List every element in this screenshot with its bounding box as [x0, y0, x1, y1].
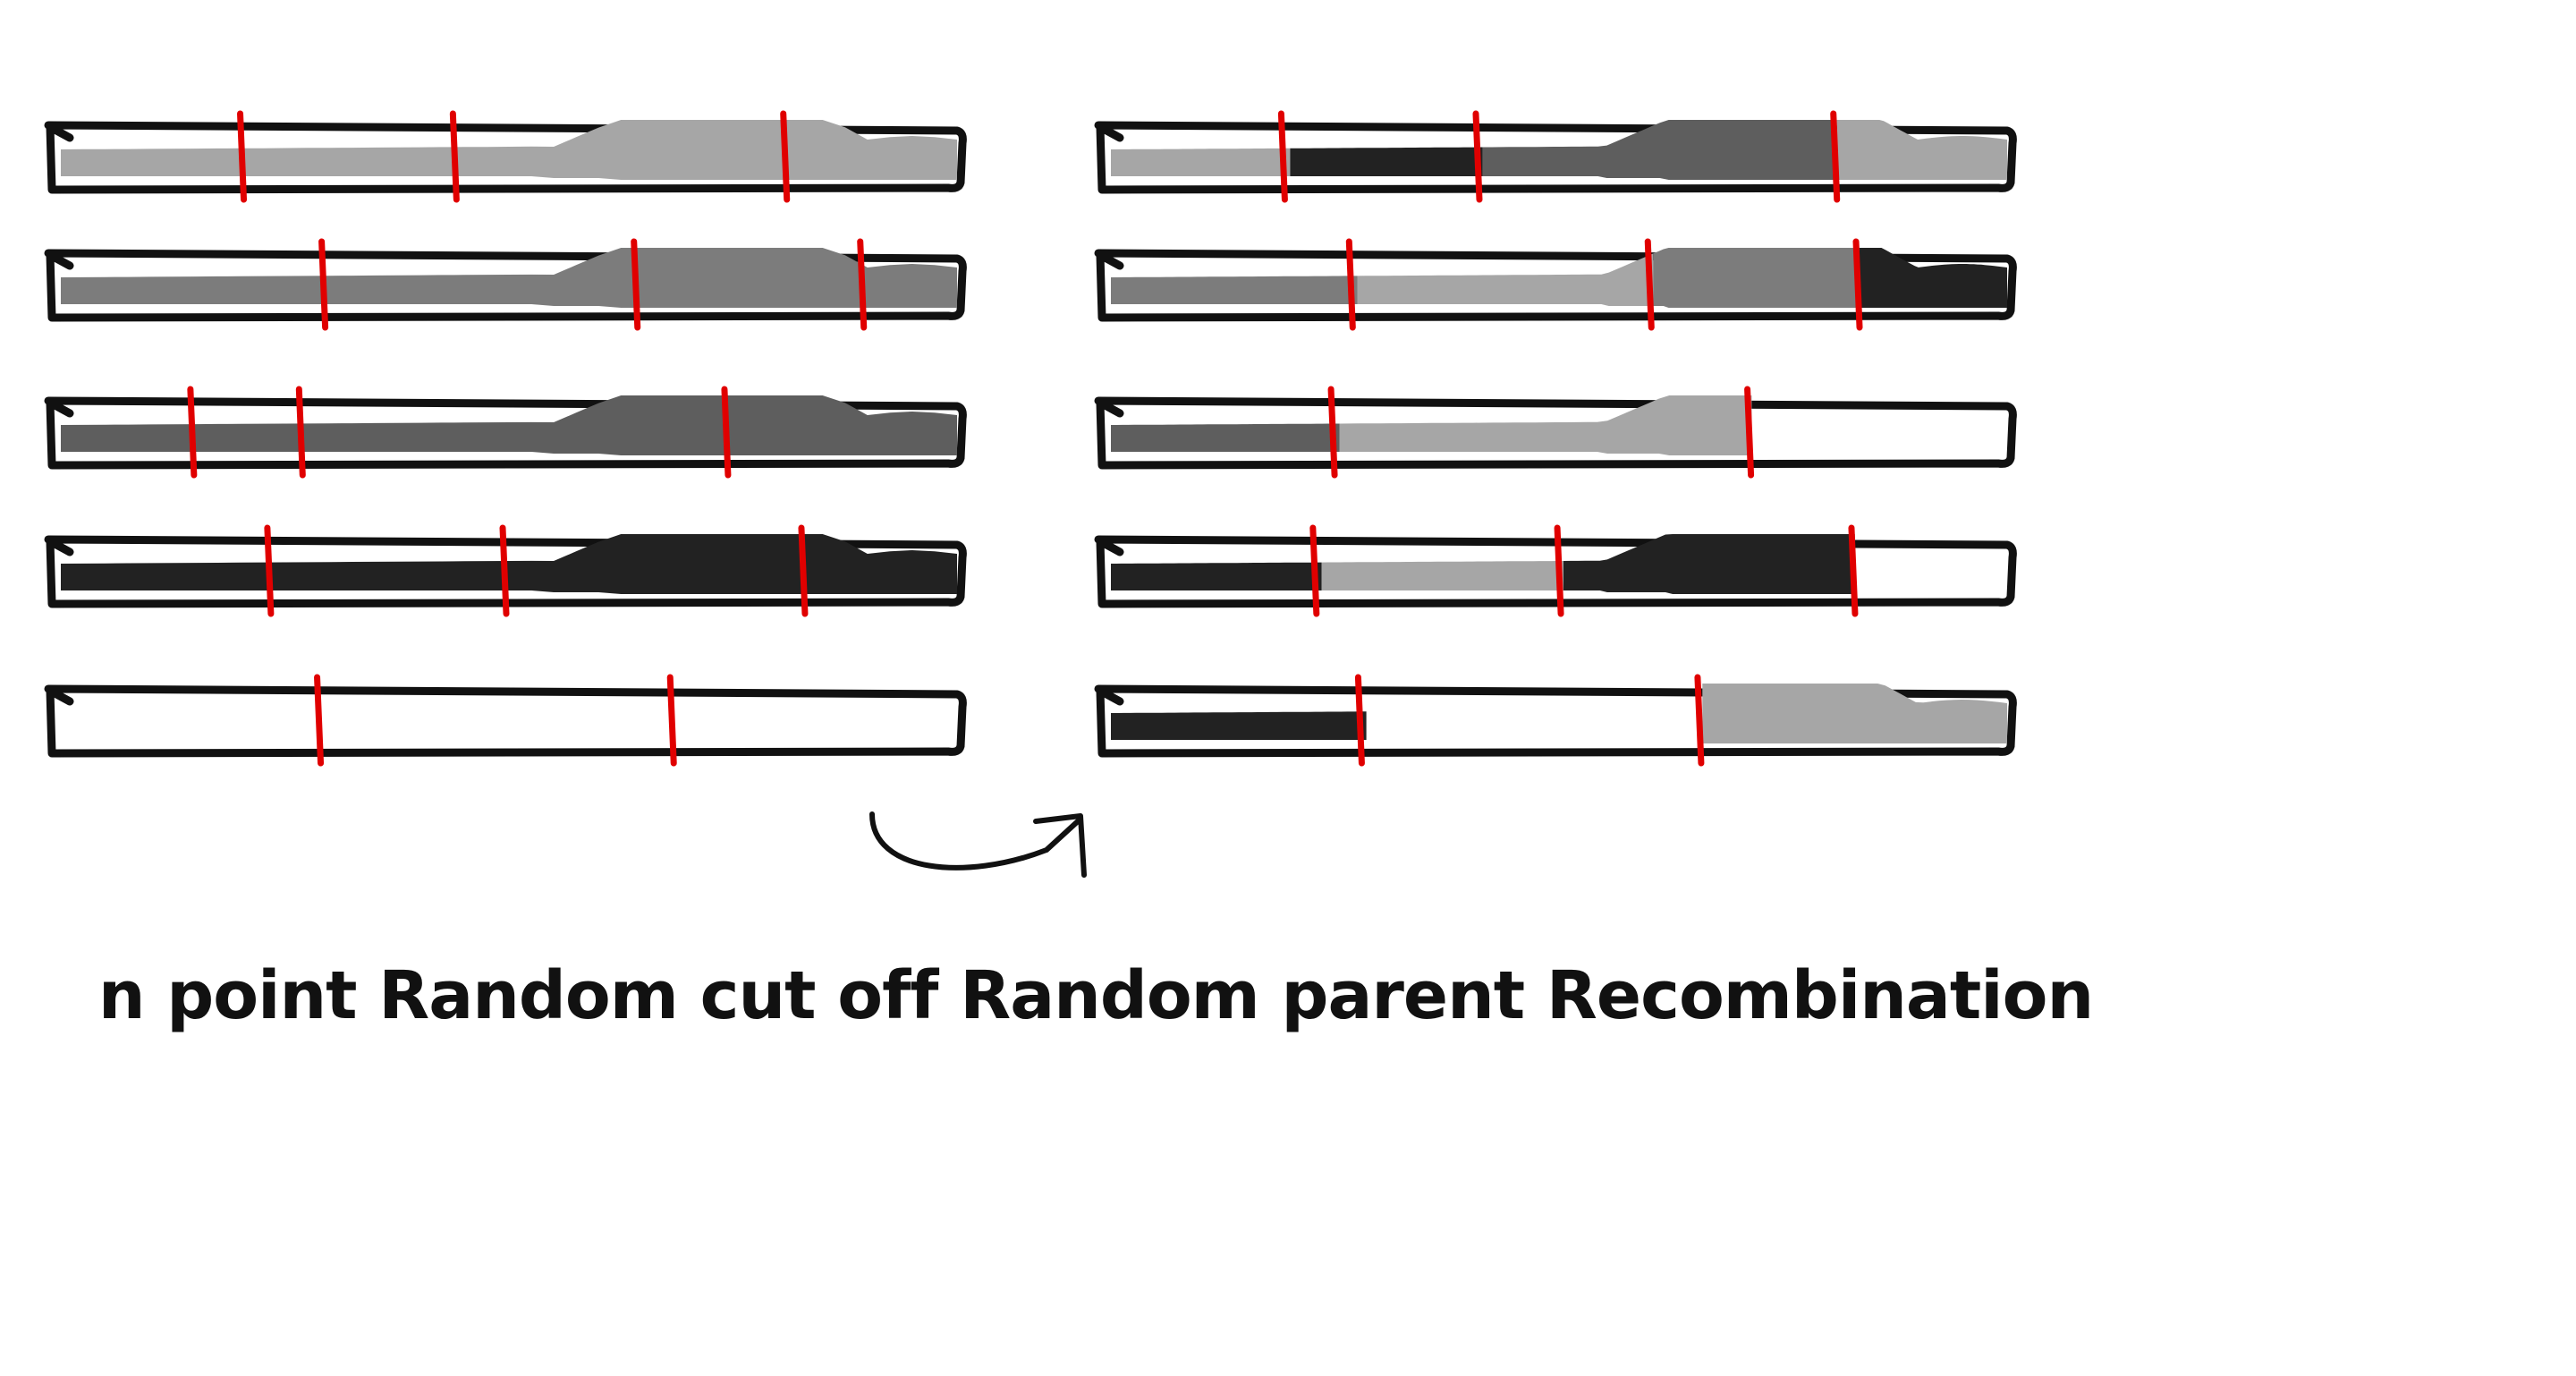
slot-frame [44, 396, 967, 470]
figure-segment [1111, 711, 1367, 740]
cut-point-mark [1830, 110, 1841, 203]
cut-point-mark [857, 238, 868, 331]
parents-column [44, 110, 967, 767]
cut-point-mark [1354, 674, 1365, 767]
cut-point-mark [314, 674, 325, 767]
cut-point-mark [1852, 238, 1863, 331]
cut-point-mark [666, 674, 677, 767]
cut-point-mark [780, 110, 791, 203]
figure-segment [1111, 148, 1291, 176]
figure-segment [1339, 395, 1752, 455]
slot-frame [44, 121, 967, 194]
figure-segment [1482, 120, 1837, 180]
slot-frame [1094, 121, 2017, 194]
figure-segment [1290, 147, 1483, 176]
children-column [1094, 110, 2017, 767]
cut-point-mark [1744, 386, 1755, 479]
figure-segment [61, 248, 957, 308]
figure-segment [61, 395, 957, 455]
cut-point-mark [1472, 110, 1483, 203]
figure-segment [1859, 248, 2007, 308]
slot-frame [1094, 249, 2017, 322]
cut-point-mark [1309, 524, 1320, 617]
arrow-head-icon [1033, 813, 1087, 878]
slot-frame [44, 535, 967, 608]
empty-slot [44, 674, 967, 767]
cut-point-mark [499, 524, 510, 617]
figure-segment [61, 534, 957, 594]
parent-2 [44, 238, 967, 331]
child-4 [1094, 524, 2017, 617]
figure-segment [1702, 684, 2007, 743]
cut-point-mark [318, 238, 329, 331]
cut-point-mark [721, 386, 732, 479]
figure-segment [1111, 562, 1322, 590]
parent-3 [44, 386, 967, 479]
cut-point-mark [237, 110, 248, 203]
parent-4 [44, 524, 967, 617]
figure-segment [61, 120, 957, 180]
cut-point-mark [798, 524, 809, 617]
slot-frame [1094, 396, 2017, 470]
child-5 [1094, 674, 2017, 767]
slot-frame [44, 684, 967, 758]
slot-frame [1094, 535, 2017, 608]
child-2 [1094, 238, 2017, 331]
slot-frame [1094, 684, 2017, 758]
cut-point-mark [1345, 238, 1356, 331]
cut-point-mark [264, 524, 275, 617]
parent-1 [44, 110, 967, 203]
cut-point-mark [1277, 110, 1288, 203]
figure-segment [1653, 248, 1860, 308]
child-3 [1094, 386, 2017, 479]
cut-point-mark [1848, 524, 1859, 617]
cut-point-mark [295, 386, 306, 479]
figure-segment [1563, 534, 1855, 594]
figure-segment [1836, 120, 2007, 180]
figure-segment [1111, 276, 1358, 304]
cut-point-mark [1644, 238, 1655, 331]
figure-segment [1111, 423, 1340, 452]
diagram-caption: n point Random cut off Random parent Rec… [97, 957, 2094, 1034]
slot-frame [44, 249, 967, 322]
cut-point-mark [187, 386, 198, 479]
figure-segment [1357, 253, 1654, 306]
arrow-icon [869, 811, 1080, 871]
figure-segment [1321, 561, 1563, 590]
cut-point-mark [1327, 386, 1338, 479]
cut-point-mark [631, 238, 641, 331]
cut-point-mark [1694, 674, 1705, 767]
cut-point-mark [449, 110, 460, 203]
child-1 [1094, 110, 2017, 203]
cut-point-mark [1554, 524, 1564, 617]
